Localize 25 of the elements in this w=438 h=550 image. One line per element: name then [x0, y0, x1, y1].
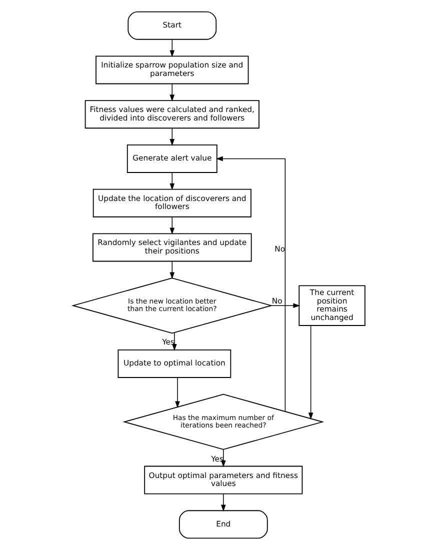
arrow: [175, 377, 180, 408]
arrow: [220, 449, 226, 468]
node-box: Initialize sparrow population size and parameters: [96, 56, 249, 84]
arrow: [170, 83, 175, 102]
node-box: Output optimal parameters and fitness values: [144, 466, 303, 494]
node-box: End: [178, 510, 268, 539]
arrow: [170, 216, 175, 235]
arrow: [172, 332, 177, 351]
arrow: [170, 260, 175, 280]
node-box: Generate alert value: [126, 144, 218, 173]
arrow: [308, 325, 314, 420]
arrow: [270, 303, 300, 308]
node-box: Update to optimal location: [118, 350, 232, 378]
node-box: Update the location of discoverers and followers: [92, 188, 252, 218]
arrow: [220, 493, 226, 512]
node-box: Randomly select vigilantes and update their positions: [92, 233, 252, 262]
node-box: The current position remains unchanged: [298, 285, 366, 326]
edge-label: No: [272, 296, 282, 306]
arrow: [170, 128, 175, 146]
arrow: [170, 172, 175, 190]
node-box: Start: [128, 11, 217, 40]
arrow: [170, 39, 175, 58]
node-box: Fitness values were calculated and ranked, divided into discoverers and followers: [84, 100, 260, 129]
edge-label: No: [274, 244, 286, 254]
arrow: [216, 156, 286, 412]
